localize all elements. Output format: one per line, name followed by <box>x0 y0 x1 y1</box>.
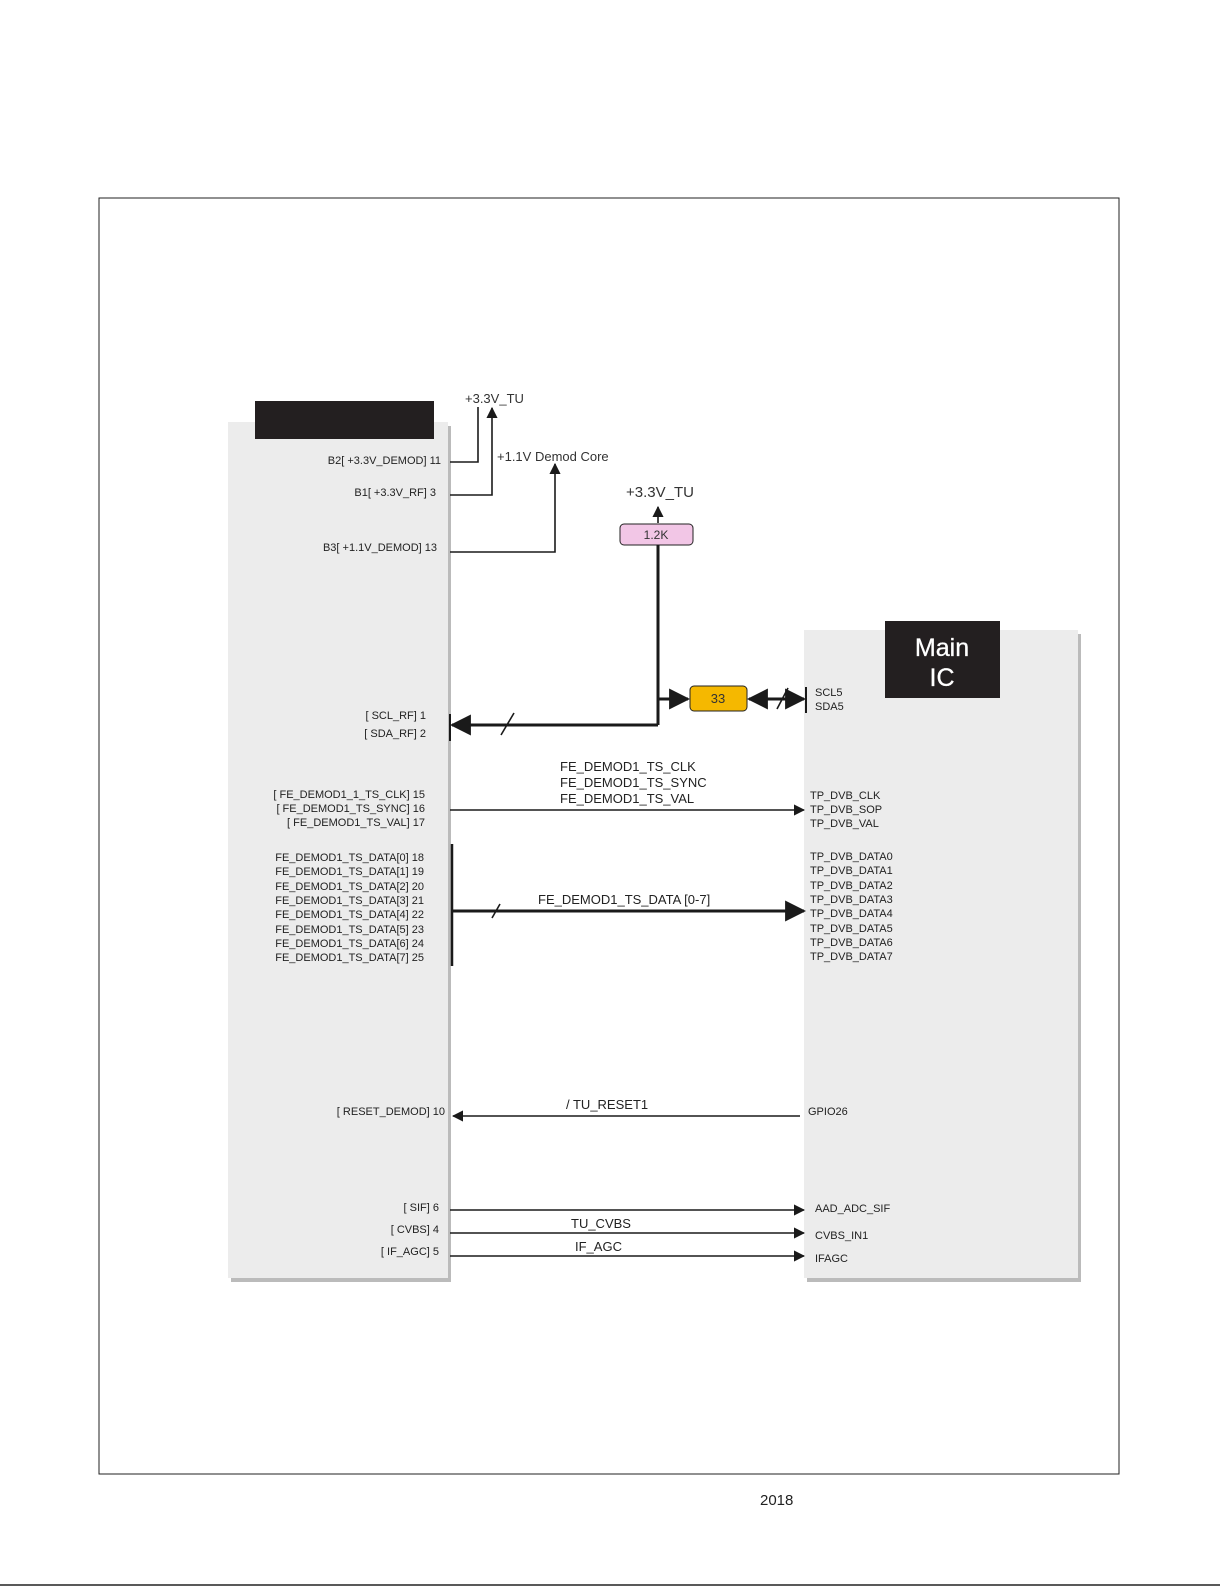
signal-ts-val: FE_DEMOD1_TS_VAL <box>560 791 694 806</box>
pin-ts-data3: FE_DEMOD1_TS_DATA[3] 21 <box>275 895 424 907</box>
pin-ts-data6: FE_DEMOD1_TS_DATA[6] 24 <box>275 938 424 950</box>
pin-tp-dvb-data1: TP_DVB_DATA1 <box>810 865 893 877</box>
pin-tp-dvb-data7: TP_DVB_DATA7 <box>810 951 893 963</box>
pin-ts-clk: [ FE_DEMOD1_1_TS_CLK] 15 <box>273 789 425 801</box>
main-ic-title-line1: Main <box>915 634 969 662</box>
signal-ts-data: FE_DEMOD1_TS_DATA [0-7] <box>538 892 710 907</box>
pin-ts-data2: FE_DEMOD1_TS_DATA[2] 20 <box>275 881 424 893</box>
main-ic-block <box>804 630 1078 1278</box>
wire-1v1-demod <box>450 462 561 553</box>
i2c-bus-slash <box>500 712 515 736</box>
pin-tp-dvb-data5: TP_DVB_DATA5 <box>810 923 893 935</box>
ts-data-slash <box>491 903 501 919</box>
tuner-block <box>228 422 448 1278</box>
pin-ts-data1: FE_DEMOD1_TS_DATA[1] 19 <box>275 866 424 878</box>
resistor-1k2-label: 1.2K <box>644 528 669 542</box>
footer-year: 2018 <box>760 1492 793 1509</box>
pin-tp-dvb-data2: TP_DVB_DATA2 <box>810 880 893 892</box>
pin-ifagc: IFAGC <box>815 1253 848 1265</box>
pin-ts-data4: FE_DEMOD1_TS_DATA[4] 22 <box>275 909 424 921</box>
pin-ts-val: [ FE_DEMOD1_TS_VAL] 17 <box>287 817 425 829</box>
pin-tp-dvb-data3: TP_DVB_DATA3 <box>810 894 893 906</box>
pin-gpio26: GPIO26 <box>808 1106 848 1118</box>
i2c-main-slash <box>776 687 789 710</box>
main-ic-title-box <box>885 621 1000 698</box>
pin-b3: B3[ +1.1V_DEMOD] 13 <box>323 542 437 554</box>
pin-aad-adc-sif: AAD_ADC_SIF <box>815 1203 890 1215</box>
resistor-33-label: 33 <box>711 691 725 706</box>
pin-ts-data0: FE_DEMOD1_TS_DATA[0] 18 <box>275 852 424 864</box>
pin-if-agc: [ IF_AGC] 5 <box>381 1246 439 1258</box>
pin-ts-sync: [ FE_DEMOD1_TS_SYNC] 16 <box>276 803 425 815</box>
pin-tp-dvb-val: TP_DVB_VAL <box>810 818 879 830</box>
tuner-title-box <box>255 401 434 439</box>
page-frame <box>98 197 1120 1475</box>
power-3v3-tu-pullup: +3.3V_TU <box>626 484 694 501</box>
pin-tp-dvb-data0: TP_DVB_DATA0 <box>810 851 893 863</box>
signal-ts-clk: FE_DEMOD1_TS_CLK <box>560 759 696 774</box>
pin-b1: B1[ +3.3V_RF] 3 <box>354 487 436 499</box>
main-ic-title-line2: IC <box>930 664 955 692</box>
pin-sif: [ SIF] 6 <box>404 1202 439 1214</box>
pin-tp-dvb-sop: TP_DVB_SOP <box>810 804 882 816</box>
pin-tp-dvb-data6: TP_DVB_DATA6 <box>810 937 893 949</box>
power-3v3-tu-top: +3.3V_TU <box>465 391 524 406</box>
pin-sda-rf: [ SDA_RF] 2 <box>364 728 426 740</box>
signal-tu-reset: / TU_RESET1 <box>566 1097 648 1112</box>
pin-b2: B2[ +3.3V_DEMOD] 11 <box>328 455 441 467</box>
pin-cvbs-in1: CVBS_IN1 <box>815 1230 868 1242</box>
pin-scl5: SCL5 <box>815 687 843 699</box>
wire-3v3-rf <box>450 406 498 496</box>
pin-tp-dvb-data4: TP_DVB_DATA4 <box>810 908 893 920</box>
pin-cvbs: [ CVBS] 4 <box>391 1224 439 1236</box>
pin-sda5: SDA5 <box>815 701 844 713</box>
signal-ts-sync: FE_DEMOD1_TS_SYNC <box>560 775 707 790</box>
pin-scl-rf: [ SCL_RF] 1 <box>365 710 426 722</box>
pin-reset-demod: [ RESET_DEMOD] 10 <box>337 1106 445 1118</box>
pin-ts-data5: FE_DEMOD1_TS_DATA[5] 23 <box>275 924 424 936</box>
power-1v1-demod-core: +1.1V Demod Core <box>497 449 609 464</box>
pin-ts-data7: FE_DEMOD1_TS_DATA[7] 25 <box>275 952 424 964</box>
signal-if-agc: IF_AGC <box>575 1239 622 1254</box>
wire-3v3-demod <box>450 407 479 463</box>
pin-tp-dvb-clk: TP_DVB_CLK <box>810 790 881 802</box>
signal-tu-cvbs: TU_CVBS <box>571 1216 631 1231</box>
